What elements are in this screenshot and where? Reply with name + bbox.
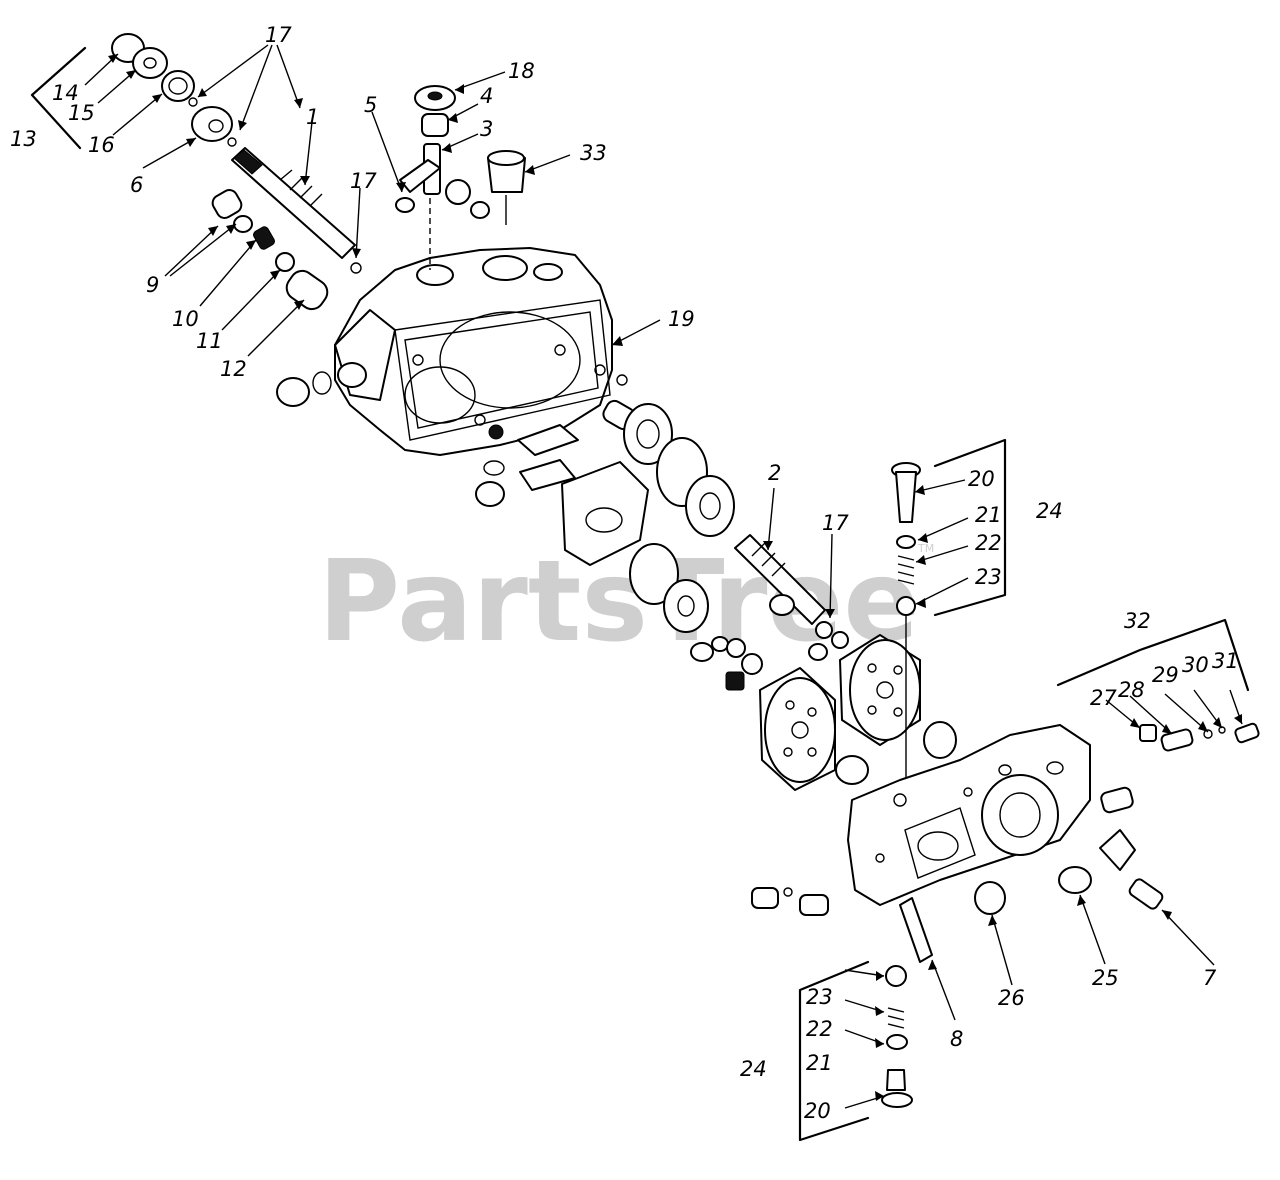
callout-24-bottom: 24 [740, 1057, 767, 1081]
callout-21-bottom: 21 [806, 1051, 833, 1075]
upper-housing [334, 247, 613, 456]
callout-25: 25 [1092, 966, 1119, 990]
arrowheads [108, 54, 1242, 1101]
cylinder-blocks [759, 634, 957, 791]
callout-17-mid: 17 [350, 169, 377, 193]
callout-6: 6 [130, 173, 143, 197]
callout-17-right: 17 [822, 511, 849, 535]
callout-9: 9 [146, 273, 159, 297]
callout-7: 7 [1203, 966, 1217, 990]
callout-8: 8 [950, 1027, 963, 1051]
callout-20-top: 20 [968, 467, 995, 491]
callout-5: 5 [364, 93, 377, 117]
top-parts [395, 85, 526, 270]
plug-spring-parts [211, 189, 362, 311]
callout-27: 27 [1090, 686, 1117, 710]
output-shaft [690, 534, 849, 691]
callout-24-top: 24 [1036, 499, 1063, 523]
callout-17-top: 17 [265, 23, 292, 47]
callout-2: 2 [768, 461, 781, 485]
callout-26: 26 [998, 986, 1025, 1010]
housing-plugs [276, 371, 636, 507]
callout-21-top: 21 [975, 503, 1002, 527]
callout-19: 19 [668, 307, 695, 331]
callout-18: 18 [508, 59, 535, 83]
callout-15: 15 [68, 101, 95, 125]
check-valve-top [891, 462, 921, 795]
callout-3: 3 [480, 117, 493, 141]
callout-29: 29 [1152, 663, 1179, 687]
callout-33: 33 [580, 141, 607, 165]
callout-10: 10 [172, 307, 199, 331]
callout-28: 28 [1118, 678, 1145, 702]
callout-4: 4 [480, 84, 493, 108]
leader-lines [84, 44, 1243, 1109]
callout-22-top: 22 [975, 531, 1002, 555]
input-shaft [231, 147, 356, 259]
center-block [517, 403, 735, 633]
group-brackets [30, 46, 1250, 1142]
callout-20-bottom: 20 [804, 1099, 831, 1123]
callout-1: 1 [306, 105, 319, 129]
callout-13: 13 [10, 127, 37, 151]
watermark-trademark: TM [917, 542, 934, 555]
callout-23-top: 23 [975, 565, 1002, 589]
callout-31: 31 [1212, 649, 1239, 673]
watermark-text: PartsTree [318, 537, 919, 667]
callout-11: 11 [196, 329, 223, 353]
callout-23-bottom: 23 [806, 985, 833, 1009]
callout-12: 12 [220, 357, 247, 381]
callout-30: 30 [1182, 653, 1209, 677]
callout-14: 14 [52, 81, 79, 105]
callout-32: 32 [1124, 609, 1151, 633]
callout-22-bottom: 22 [806, 1017, 833, 1041]
lower-housing-parts [751, 722, 1260, 963]
check-valve-bottom [881, 965, 913, 1108]
callout-16: 16 [88, 133, 115, 157]
lower-housing [847, 724, 1091, 906]
seal-stack [111, 33, 237, 147]
callout-labels: 13 14 15 16 6 17 1 5 17 18 4 3 33 9 10 1… [10, 23, 1239, 1123]
